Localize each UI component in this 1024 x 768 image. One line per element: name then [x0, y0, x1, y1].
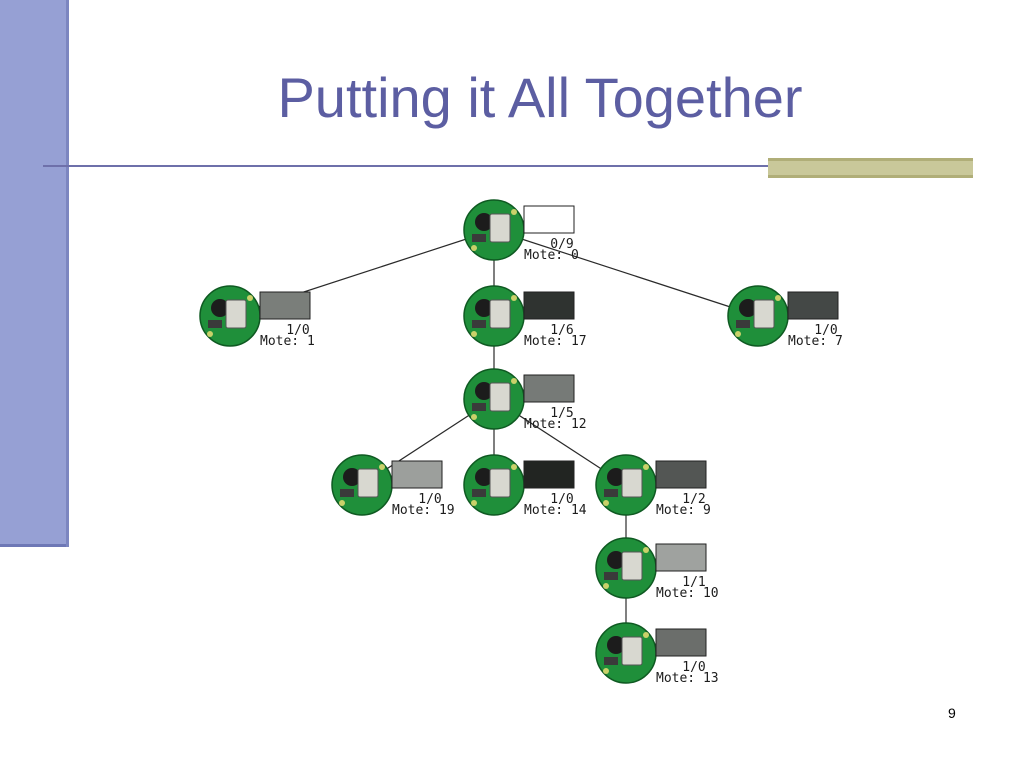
node-count-label: 1/0	[550, 492, 573, 507]
node-color-swatch	[655, 628, 707, 657]
mote-board-icon	[463, 199, 525, 261]
mote-board-icon	[727, 285, 789, 347]
node-color-swatch	[391, 460, 443, 489]
tree-edge-mote-0-mote-7	[493, 229, 759, 317]
mote-board-icon	[595, 622, 657, 684]
slide-title: Putting it All Together	[277, 66, 803, 129]
mote-board-icon	[199, 285, 261, 347]
mote-board-icon	[595, 454, 657, 516]
node-color-swatch	[523, 374, 575, 403]
node-count-label: 1/0	[814, 323, 837, 338]
node-color-swatch	[523, 460, 575, 489]
node-count-label: 1/0	[286, 323, 309, 338]
node-mote-label: Mote: 13	[656, 671, 719, 686]
node-color-swatch	[787, 291, 839, 320]
node-mote-label: Mote: 7	[788, 334, 843, 349]
node-count-label: 1/2	[682, 492, 705, 507]
mote-board-icon	[331, 454, 393, 516]
node-color-swatch	[655, 460, 707, 489]
node-mote-label: Mote: 14	[524, 503, 587, 518]
node-count-label: 1/5	[550, 406, 573, 421]
node-count-label: 1/0	[682, 660, 705, 675]
page-number: 9	[948, 705, 956, 721]
node-mote-label: Mote: 0	[524, 248, 579, 263]
node-color-swatch	[259, 291, 311, 320]
node-mote-label: Mote: 19	[392, 503, 455, 518]
node-color-swatch	[523, 205, 575, 234]
mote-board-icon	[463, 454, 525, 516]
node-color-swatch	[523, 291, 575, 320]
node-mote-label: Mote: 12	[524, 417, 587, 432]
node-mote-label: Mote: 1	[260, 334, 315, 349]
node-count-label: 1/0	[418, 492, 441, 507]
title-divider	[43, 165, 973, 167]
node-count-label: 1/6	[550, 323, 573, 338]
left-accent-bar-edge	[66, 0, 69, 547]
node-mote-label: Mote: 10	[656, 586, 719, 601]
node-mote-label: Mote: 17	[524, 334, 587, 349]
node-count-label: 0/9	[550, 237, 573, 252]
node-mote-label: Mote: 9	[656, 503, 711, 518]
mote-board-icon	[463, 285, 525, 347]
node-count-label: 1/1	[682, 575, 705, 590]
title-accent-bar	[768, 158, 973, 178]
mote-board-icon	[463, 368, 525, 430]
mote-board-icon	[595, 537, 657, 599]
node-color-swatch	[655, 543, 707, 572]
left-accent-bar	[0, 0, 68, 547]
